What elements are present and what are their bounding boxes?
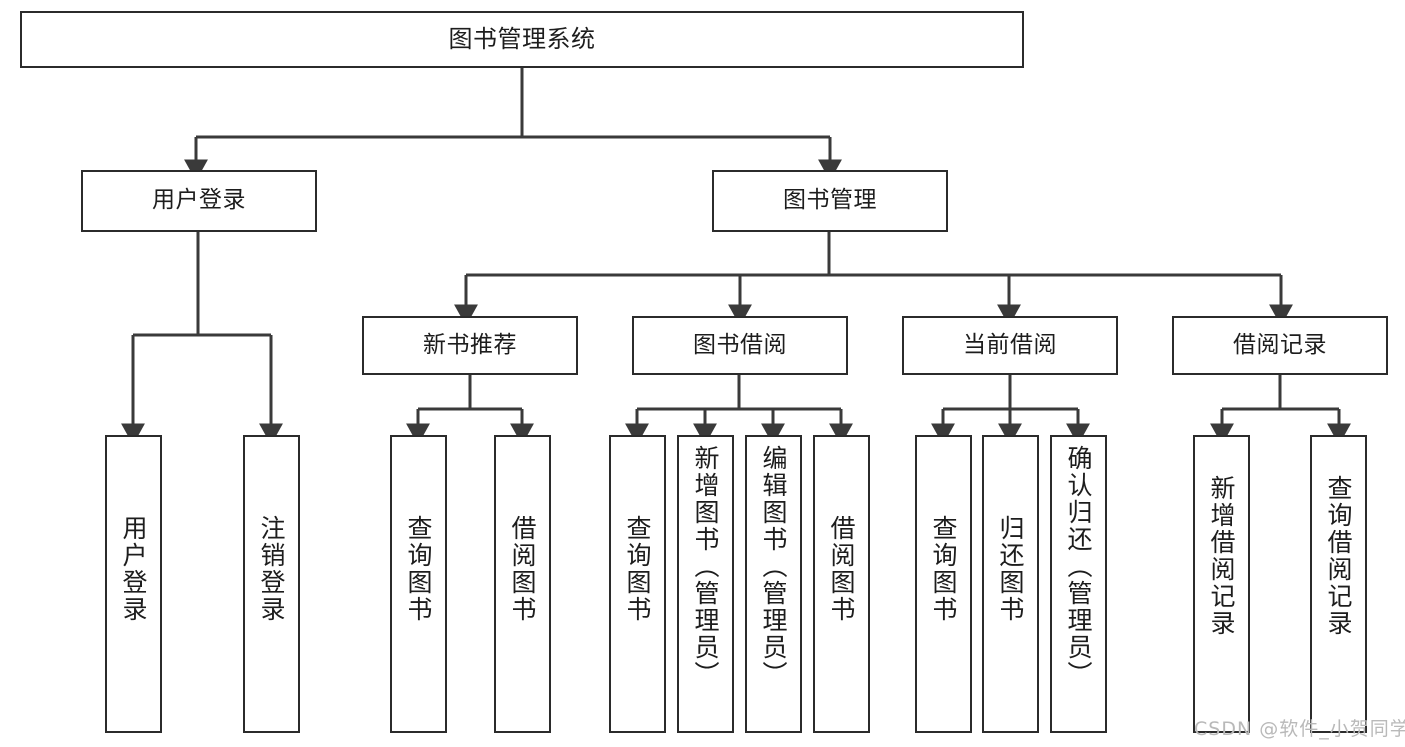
node-new-book-rec-label: 新书推荐 xyxy=(423,331,517,358)
leaf-rec-query-record-label: 查询借阅记录 xyxy=(1324,475,1353,637)
csdn-watermark: CSDN @软件_小贺同学 xyxy=(1194,718,1405,740)
node-book-manage[interactable]: 图书管理 xyxy=(712,170,948,232)
leaf-borrow-edit-book-label: 编辑图书（管理员） xyxy=(759,445,788,688)
leaf-rec-borrow-book-label: 借阅图书 xyxy=(508,515,537,623)
leaf-borrow-borrow-book[interactable]: 借阅图书 xyxy=(813,435,870,733)
leaf-borrow-edit-book[interactable]: 编辑图书（管理员） xyxy=(745,435,802,733)
node-current-borrow-label: 当前借阅 xyxy=(963,331,1057,358)
leaf-borrow-query-book[interactable]: 查询图书 xyxy=(609,435,666,733)
leaf-user-login[interactable]: 用户登录 xyxy=(105,435,162,733)
leaf-borrow-add-book-label: 新增图书（管理员） xyxy=(691,445,720,688)
leaf-rec-add-record-label: 新增借阅记录 xyxy=(1207,475,1236,637)
leaf-rec-add-record[interactable]: 新增借阅记录 xyxy=(1193,435,1250,733)
leaf-borrow-query-book-label: 查询图书 xyxy=(623,515,652,623)
node-current-borrow[interactable]: 当前借阅 xyxy=(902,316,1118,375)
leaf-cur-query-book-label: 查询图书 xyxy=(929,515,958,623)
node-borrow-record-label: 借阅记录 xyxy=(1233,331,1327,358)
leaf-rec-query-book-label: 查询图书 xyxy=(404,515,433,623)
leaf-cur-query-book[interactable]: 查询图书 xyxy=(915,435,972,733)
leaf-cur-return-book-label: 归还图书 xyxy=(996,515,1025,623)
leaf-rec-borrow-book[interactable]: 借阅图书 xyxy=(494,435,551,733)
leaf-user-logout[interactable]: 注销登录 xyxy=(243,435,300,733)
leaf-rec-query-book[interactable]: 查询图书 xyxy=(390,435,447,733)
node-book-borrow-label: 图书借阅 xyxy=(693,331,787,358)
leaf-borrow-add-book[interactable]: 新增图书（管理员） xyxy=(677,435,734,733)
node-user-login[interactable]: 用户登录 xyxy=(81,170,317,232)
node-borrow-record[interactable]: 借阅记录 xyxy=(1172,316,1388,375)
leaf-cur-return-book[interactable]: 归还图书 xyxy=(982,435,1039,733)
node-root-label: 图书管理系统 xyxy=(448,25,596,54)
node-book-manage-label: 图书管理 xyxy=(783,187,877,214)
leaf-cur-confirm-return-label: 确认归还（管理员） xyxy=(1064,445,1093,688)
leaf-cur-confirm-return[interactable]: 确认归还（管理员） xyxy=(1050,435,1107,733)
node-book-borrow[interactable]: 图书借阅 xyxy=(632,316,848,375)
node-user-login-label: 用户登录 xyxy=(152,187,246,214)
leaf-user-login-label: 用户登录 xyxy=(119,515,148,623)
leaf-borrow-borrow-book-label: 借阅图书 xyxy=(827,515,856,623)
node-new-book-rec[interactable]: 新书推荐 xyxy=(362,316,578,375)
node-root[interactable]: 图书管理系统 xyxy=(20,11,1024,68)
leaf-user-logout-label: 注销登录 xyxy=(257,515,286,623)
leaf-rec-query-record[interactable]: 查询借阅记录 xyxy=(1310,435,1367,733)
